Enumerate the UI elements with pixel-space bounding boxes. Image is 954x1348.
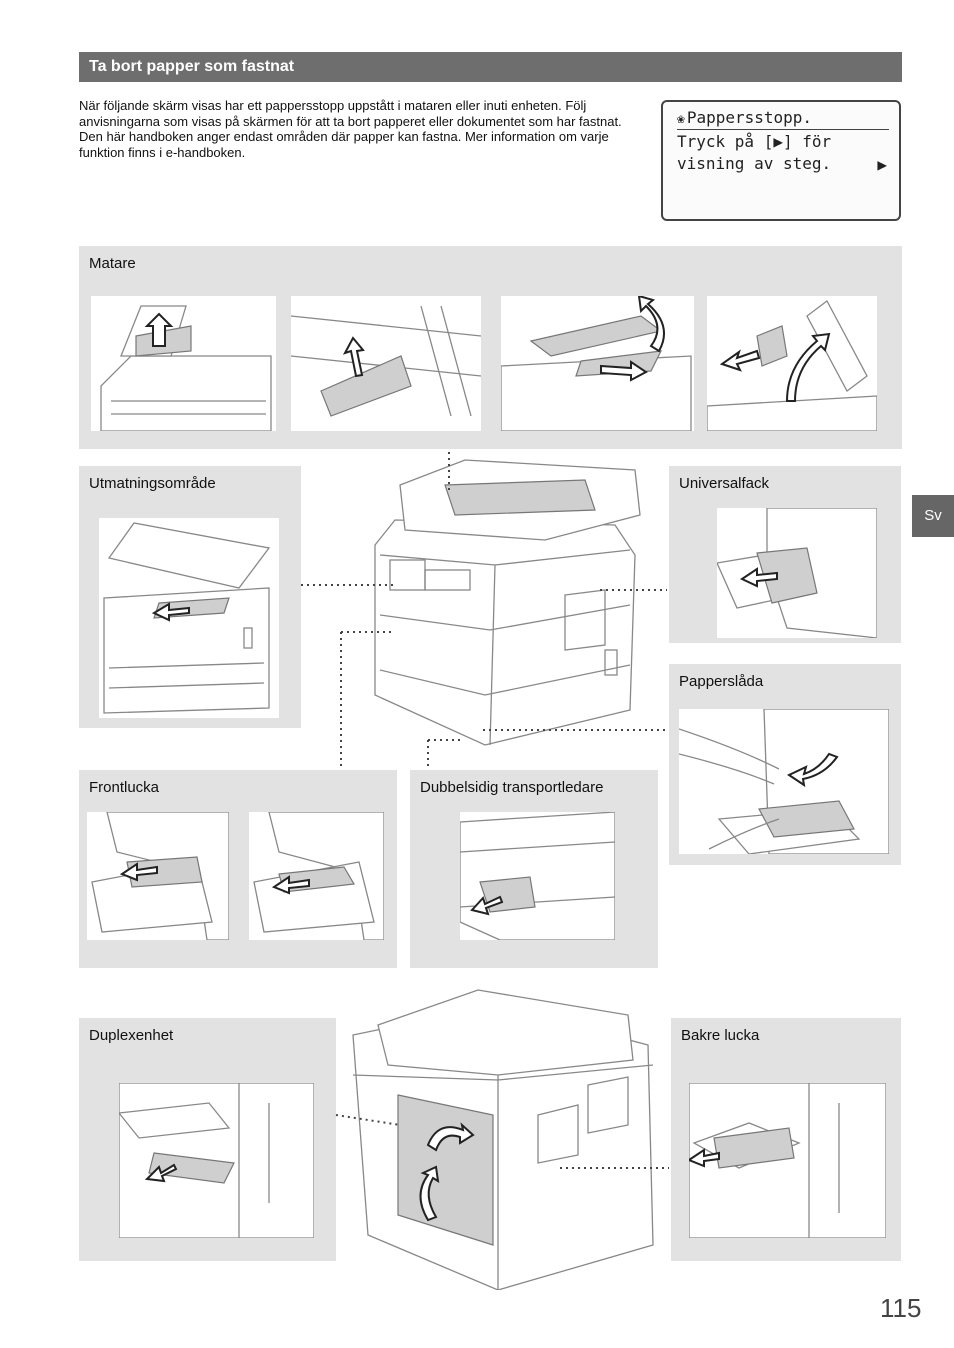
language-tab: Sv [912, 495, 954, 537]
panel-frontlucka-label: Frontlucka [89, 779, 160, 796]
page-number: 115 [880, 1293, 922, 1323]
output-area-illustration [99, 518, 279, 718]
panel-bakre-lucka-label: Bakre lucka [681, 1027, 760, 1044]
lcd-right-arrow-icon: ▶ [877, 155, 887, 174]
front-cover-illustration-2 [249, 812, 384, 940]
feeder-illustration-4 [707, 296, 877, 431]
lcd-line-1-text: Pappersstopp. [686, 108, 813, 127]
panel-bakre-lucka: Bakre lucka [671, 1018, 901, 1261]
panel-dubbelsidig-label: Dubbelsidig transportledare [420, 779, 604, 796]
panel-dubbelsidig: Dubbelsidig transportledare [410, 770, 658, 968]
feeder-illustration-3 [501, 296, 694, 431]
feeder-illustration-1 [91, 296, 276, 431]
paper-jam-icon: ❀ [677, 112, 685, 127]
rear-printer-illustration [348, 985, 660, 1290]
paper-drawer-illustration [679, 709, 889, 854]
panel-utmatningsomrade: Utmatningsområde [79, 466, 301, 728]
panel-duplexenhet-label: Duplexenhet [89, 1027, 174, 1044]
feeder-illustration-2 [291, 296, 481, 431]
lcd-line-3: visning av steg. [677, 154, 832, 173]
panel-matare: Matare [79, 246, 902, 449]
panel-utmatningsomrade-label: Utmatningsområde [89, 475, 216, 492]
main-printer-illustration [365, 455, 655, 755]
lcd-line-1: ❀Pappersstopp. [677, 107, 889, 130]
panel-matare-label: Matare [89, 255, 136, 272]
duplex-unit-illustration [119, 1083, 314, 1238]
lcd-line-2: Tryck på [▶] för [677, 132, 832, 151]
rear-cover-illustration [689, 1083, 886, 1238]
panel-frontlucka: Frontlucka [79, 770, 397, 968]
front-cover-illustration-1 [87, 812, 229, 940]
intro-text: När följande skärm visas har ett pappers… [79, 98, 622, 160]
duplex-guide-illustration [460, 812, 615, 940]
panel-duplexenhet: Duplexenhet [79, 1018, 336, 1261]
panel-universalfack: Universalfack [669, 466, 901, 643]
multipurpose-tray-illustration [717, 508, 877, 638]
panel-papperslada: Papperslåda [669, 664, 901, 865]
panel-universalfack-label: Universalfack [679, 475, 770, 492]
section-title: Ta bort papper som fastnat [79, 52, 902, 82]
panel-papperslada-label: Papperslåda [679, 673, 764, 690]
lcd-display: ❀Pappersstopp. Tryck på [▶] för visning … [661, 100, 901, 221]
